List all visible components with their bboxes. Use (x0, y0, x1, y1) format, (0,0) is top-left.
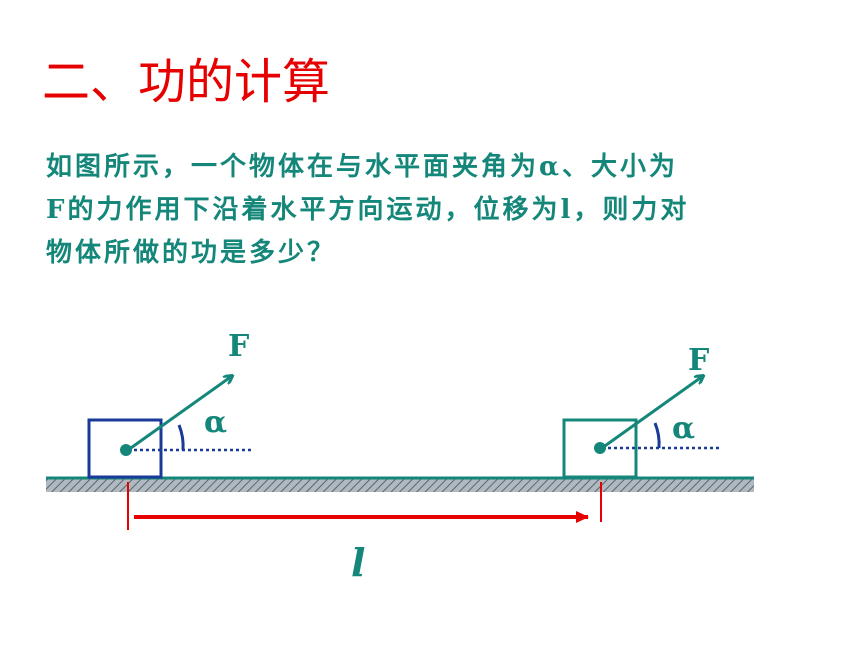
angle-arc-right (653, 422, 661, 449)
problem-text: 如图所示，一个物体在与水平面夹角为α、大小为 F的力作用下沿着水平方向运动，位移… (46, 146, 806, 275)
ground-hatch (46, 478, 754, 492)
force-arrow-right (601, 376, 703, 450)
block-right (562, 418, 638, 479)
problem-line-1: 如图所示，一个物体在与水平面夹角为α、大小为 (46, 152, 679, 182)
displacement-group: l (127, 482, 602, 585)
problem-line-2: F的力作用下沿着水平方向运动，位移为l，则力对 (46, 195, 690, 225)
problem-line-3: 物体所做的功是多少？ (46, 238, 337, 268)
force-arrow-left (127, 376, 232, 452)
center-dot-left (120, 444, 132, 456)
force-label-left: F (228, 329, 249, 364)
block-left (87, 418, 163, 479)
ground (46, 476, 754, 492)
displacement-label: l (351, 540, 365, 585)
angle-arc-left (177, 424, 185, 451)
angle-label-left: α (204, 405, 227, 440)
force-label-right: F (688, 343, 709, 378)
slide-title: 二、功的计算 (42, 54, 331, 110)
angle-label-right: α (672, 411, 695, 446)
center-dot-right (594, 442, 606, 454)
block-right-group: F α (562, 343, 722, 479)
block-left-group: F α (87, 329, 252, 479)
